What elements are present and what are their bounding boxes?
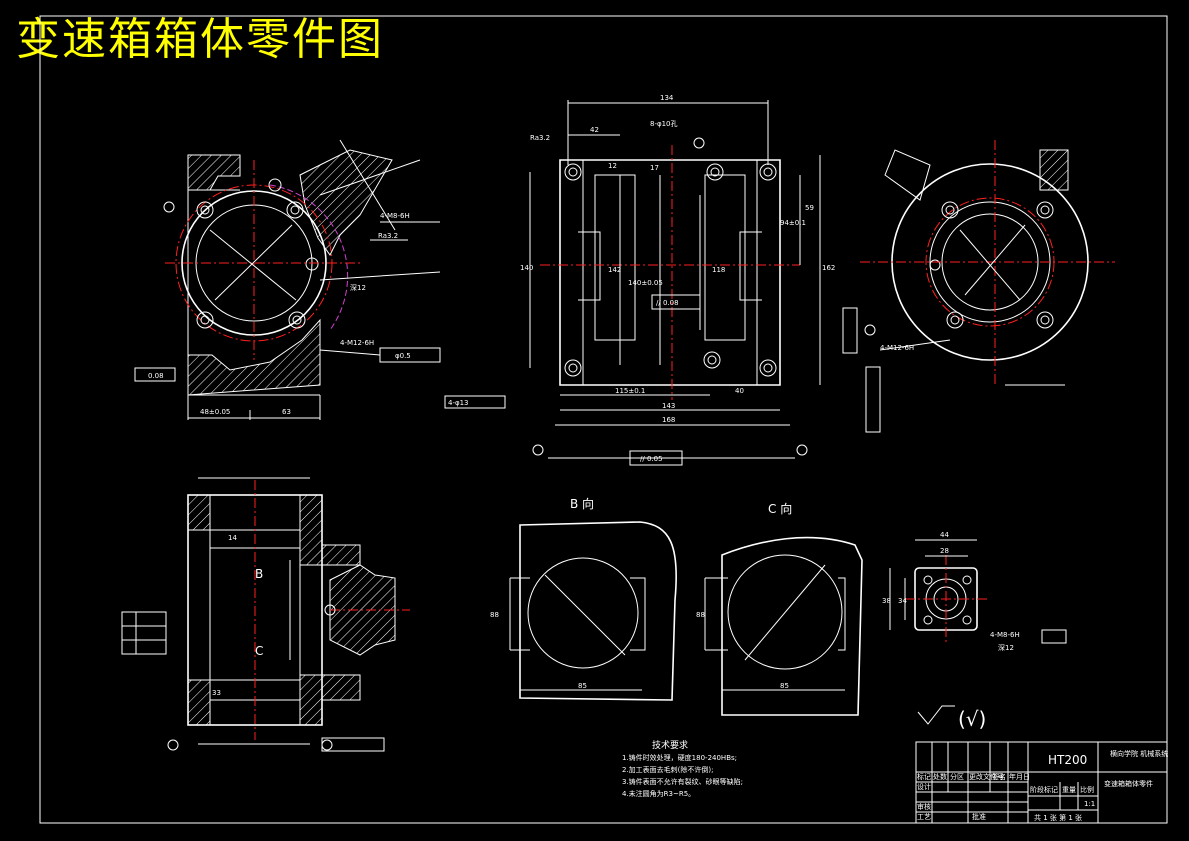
view-right-top: 4-M12-6H xyxy=(842,140,1115,433)
weight-label: 重量 xyxy=(1062,786,1076,794)
dim-17: 17 xyxy=(650,164,659,172)
dim-28: 28 xyxy=(940,547,949,555)
title-block: HT200 变速箱箱体零件 横向学院 机械系统 1:1 共 1 张 第 1 张 … xyxy=(915,741,1168,824)
dim-168: 168 xyxy=(662,416,675,424)
roughness-text: (√) xyxy=(958,707,986,731)
depth-1: 深12 xyxy=(350,283,366,292)
hole-note-4: 4-M8-6H xyxy=(990,631,1020,639)
stage-label: 阶段标记 xyxy=(1030,785,1058,794)
dim-162: 162 xyxy=(822,264,835,272)
dim-85-b: 85 xyxy=(578,682,587,690)
dim-59: 59 xyxy=(805,204,814,212)
dim-40: 40 xyxy=(735,387,744,395)
b-view-label: B 向 xyxy=(570,496,594,511)
view-small-flange: 44 28 38 34 4-M8-6H 深12 xyxy=(882,531,1067,652)
row-sign: 签名 xyxy=(992,772,1006,781)
process-label: 工艺 xyxy=(917,813,931,821)
dim-33: 33 xyxy=(212,689,221,697)
ra-2: Ra3.2 xyxy=(530,134,550,142)
drawing-title: 变速箱箱体零件图 xyxy=(16,14,384,65)
view-bottom-left: 14 33 B C xyxy=(121,477,410,752)
part-name: 变速箱箱体零件 xyxy=(1104,779,1153,788)
view-c-direction: C 向 88 85 xyxy=(696,501,863,716)
dim-85-c: 85 xyxy=(780,682,789,690)
row-mark: 标记 xyxy=(917,772,931,781)
hole-note-1: 4-M8-6H xyxy=(380,212,410,220)
dim-hole-note: 8-φ10孔 xyxy=(650,120,678,128)
dim-48: 48±0.05 xyxy=(200,408,230,416)
tech-heading: 技术要求 xyxy=(652,739,688,751)
design-label: 设计 xyxy=(917,782,931,791)
dim-140b: 140±0.05 xyxy=(628,279,663,287)
school-line: 横向学院 机械系统 xyxy=(1110,749,1168,758)
dim-142: 142 xyxy=(608,266,621,274)
scale: 1:1 xyxy=(1084,800,1095,808)
tech-requirements: 技术要求 1.铸件时效处理，硬度180-240HBs; 2.加工表面去毛刺(除不… xyxy=(622,739,743,798)
section-label-b: B xyxy=(255,567,263,581)
material: HT200 xyxy=(1048,753,1087,767)
depth-4: 深12 xyxy=(998,643,1014,652)
dim-34: 34 xyxy=(898,597,907,605)
hole-note-3: 4-M12-6H xyxy=(880,344,914,352)
dim-134: 134 xyxy=(660,94,674,102)
dim-12: 12 xyxy=(608,162,617,170)
sheet-info: 共 1 张 第 1 张 xyxy=(1034,813,1082,822)
tech-line-2: 2.加工表面去毛刺(除不许倒); xyxy=(622,765,714,774)
row-date: 年月日 xyxy=(1009,772,1030,781)
dim-42: 42 xyxy=(590,126,599,134)
row-file: 更改文件号 xyxy=(969,772,1004,781)
pos-4-13: 4-φ13 xyxy=(448,399,469,407)
drawing-frame xyxy=(39,15,1168,824)
pos-value-1: φ0.5 xyxy=(395,352,411,360)
tech-line-3: 3.铸件表面不允许有裂纹、砂眼等缺陷; xyxy=(622,777,743,786)
dim-88-b: 88 xyxy=(490,611,499,619)
roughness-symbol: (√) xyxy=(917,705,986,731)
view-left-top: 48±0.05 63 4-M12-6H φ0.5 0.08 Ra3.2 深12 … xyxy=(134,139,441,420)
dim-118: 118 xyxy=(712,266,725,274)
approve-label: 批准 xyxy=(972,812,986,821)
view-top-middle: 134 42 8-φ10孔 12 17 140 142 140±0.05 118… xyxy=(444,94,835,466)
ratio-label: 比例 xyxy=(1080,785,1094,794)
dim-115: 115±0.1 xyxy=(615,387,645,395)
row-count: 处数 xyxy=(933,772,947,781)
parallel-005: // 0.05 xyxy=(640,455,663,463)
datum-markers xyxy=(163,137,876,751)
dim-14: 14 xyxy=(228,534,237,542)
dim-88-c: 88 xyxy=(696,611,705,619)
dim-38: 38 xyxy=(882,597,891,605)
ra-1: Ra3.2 xyxy=(378,232,398,240)
c-view-label: C 向 xyxy=(768,501,792,516)
dim-94: 94±0.1 xyxy=(780,219,806,227)
dim-44: 44 xyxy=(940,531,949,539)
tech-line-4: 4.未注圆角为R3~R5。 xyxy=(622,789,695,798)
parallel-008: // 0.08 xyxy=(656,299,679,307)
dim-140: 140 xyxy=(520,264,533,272)
row-zone: 分区 xyxy=(950,772,964,781)
note-4-m12: 4-M12-6H xyxy=(340,339,374,347)
check-label: 审核 xyxy=(917,802,931,811)
tech-line-1: 1.铸件时效处理，硬度180-240HBs; xyxy=(622,753,737,762)
dim-143: 143 xyxy=(662,402,675,410)
view-b-direction: B 向 88 85 xyxy=(490,496,678,701)
dim-63: 63 xyxy=(282,408,291,416)
section-label-c: C xyxy=(255,644,263,658)
flatness-value: 0.08 xyxy=(148,372,164,380)
